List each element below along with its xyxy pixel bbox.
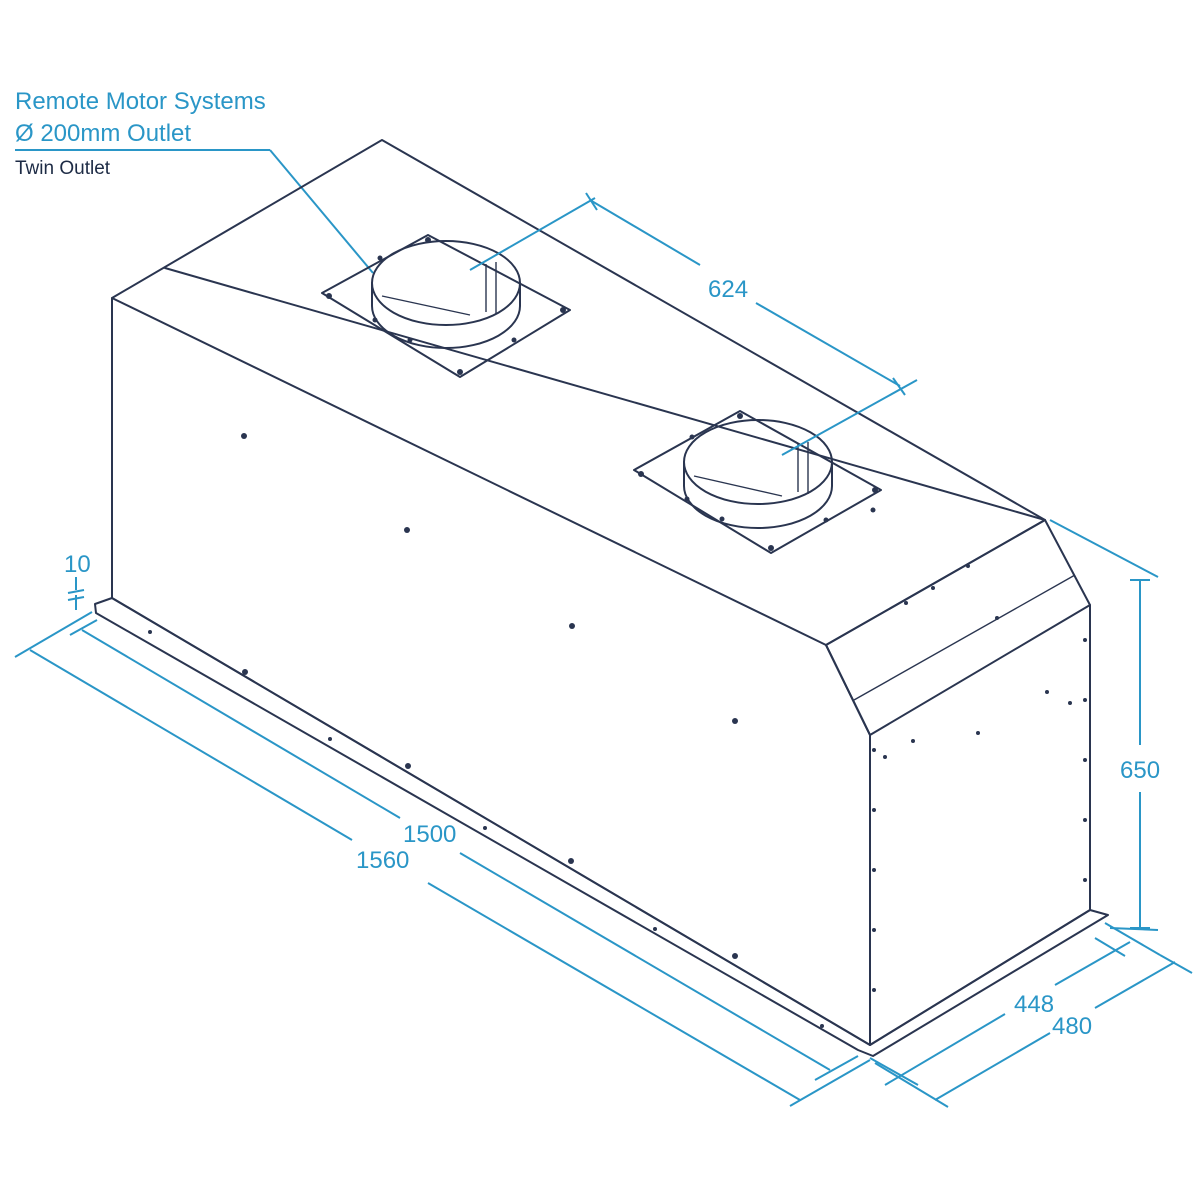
outlet-left [321,234,571,378]
outlet-left-screw [377,255,383,261]
outlet-right-screw [737,413,743,419]
dim-inner-width-label: 1500 [403,821,456,848]
caption-title: Remote Motor Systems [15,88,266,115]
outlet-left-screw [511,337,517,343]
outlet-right-rim [683,419,833,505]
dim-inner-depth-label: 448 [1014,991,1054,1018]
top-front-edge [111,297,827,646]
outlet-right-screw [684,496,690,502]
dim-flange-thickness-label: 10 [64,551,91,578]
hood-body [94,139,1109,1057]
front-face [111,139,1046,1046]
outlet-right-plate [633,410,882,554]
outlet-right-screw [719,516,725,522]
outlet-left-screw [560,307,566,313]
side-bevel [869,604,1091,736]
side-face [825,519,1091,1046]
outlet-right [633,410,882,554]
dim-outer-width: 1560 [14,611,871,1107]
dim-outer-width-label: 1560 [356,847,409,874]
base-flange [94,597,1109,1057]
top-crease [164,267,1046,521]
caption-leader [15,149,374,274]
outlet-right-screw [872,487,878,493]
outlet-right-screw [638,471,644,477]
dim-height-label: 650 [1120,757,1160,784]
dim-outlet-spacing-label: 624 [708,276,748,303]
caption-outlet-type: Twin Outlet [15,158,111,179]
side-rivets [870,507,1087,992]
outlet-left-screw [457,369,463,375]
dim-outer-depth: 480 [874,954,1193,1108]
dim-inner-width: 1500 [69,619,859,1081]
side-bevel-inner [853,574,1076,701]
dim-height: 650 [1049,519,1160,931]
dim-outlet-spacing: 624 [469,192,918,456]
dim-outer-depth-label: 480 [1052,1013,1092,1040]
outlet-left-screw [425,237,431,243]
outlet-left-screw [326,293,332,299]
caption-outlet-size: Ø 200mm Outlet [15,120,192,147]
outlet-right-screw [689,434,695,440]
outlet-left-screw [372,317,378,323]
outlet-right-screw [823,517,829,523]
dim-inner-depth: 448 [869,922,1161,1086]
outlet-left-screw [407,337,413,343]
front-rivets [148,433,824,1028]
outlet-right-screw [768,545,774,551]
dim-flange-thickness: 10 [64,551,91,610]
